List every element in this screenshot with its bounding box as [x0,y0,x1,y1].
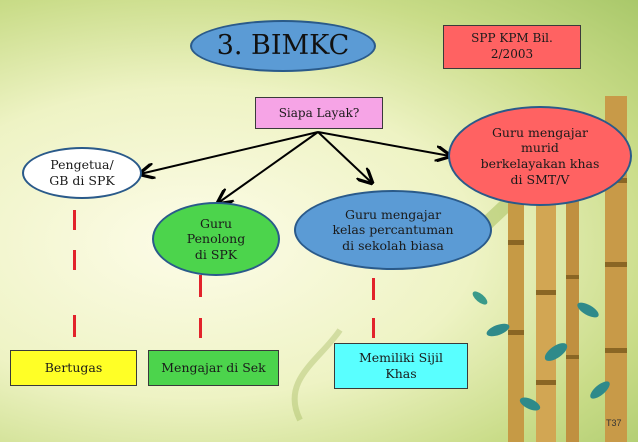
connector-dash [199,275,202,297]
condition-bertugas-box: Bertugas [10,350,137,386]
reference-box: SPP KPM Bil. 2/2003 [443,25,581,69]
connector-dash [372,278,375,300]
title-ellipse: 3. BIMKC [190,20,376,72]
node-line: kelas percantuman [332,222,454,238]
node-line: Guru mengajar [344,206,442,222]
node-line: Memiliki Sijil [358,350,444,366]
node-line: Mengajar di Sek [161,360,266,376]
slide-number: T37 [606,418,622,428]
node-line: di SMT/V [510,171,570,187]
node-line: GB di SPK [49,173,115,188]
node-line: Guru [199,215,233,231]
arrow-to-pengetua [140,131,319,174]
node-line: Guru mengajar [491,124,589,140]
node-line: murid [521,140,559,156]
question-box: Siapa Layak? [255,97,383,129]
arrow-to-guru-khas [317,131,450,156]
node-line: berkelayakan khas [480,156,600,171]
guru-penolong-ellipse: Guru Penolong di SPK [152,202,280,276]
node-line: Penolong [186,231,246,247]
connector-dash [73,210,76,230]
guru-biasa-ellipse: Guru mengajar kelas percantuman di sekol… [294,190,492,270]
condition-sijil-box: Memiliki Sijil Khas [334,343,468,389]
connector-dash [199,318,202,338]
arrow-to-penolong [218,131,319,203]
condition-mengajar-box: Mengajar di Sek [148,350,279,386]
node-line: di sekolah biasa [342,237,444,253]
question-text: Siapa Layak? [278,105,360,120]
node-line: di SPK [194,246,238,262]
node-line: Pengetua/ [50,157,114,173]
connector-dash [372,318,375,338]
reference-line: SPP KPM Bil. [471,31,553,46]
node-line: Bertugas [44,360,103,376]
reference-line: 2/2003 [490,47,534,61]
guru-khas-ellipse: Guru mengajar murid berkelayakan khas di… [448,106,632,206]
title-text: 3. BIMKC [216,30,350,62]
connector-dash [73,315,76,337]
pengetua-ellipse: Pengetua/ GB di SPK [22,147,142,199]
arrow-to-guru-biasa [317,131,372,183]
connector-dash [73,250,76,270]
node-line: Khas [385,366,417,381]
